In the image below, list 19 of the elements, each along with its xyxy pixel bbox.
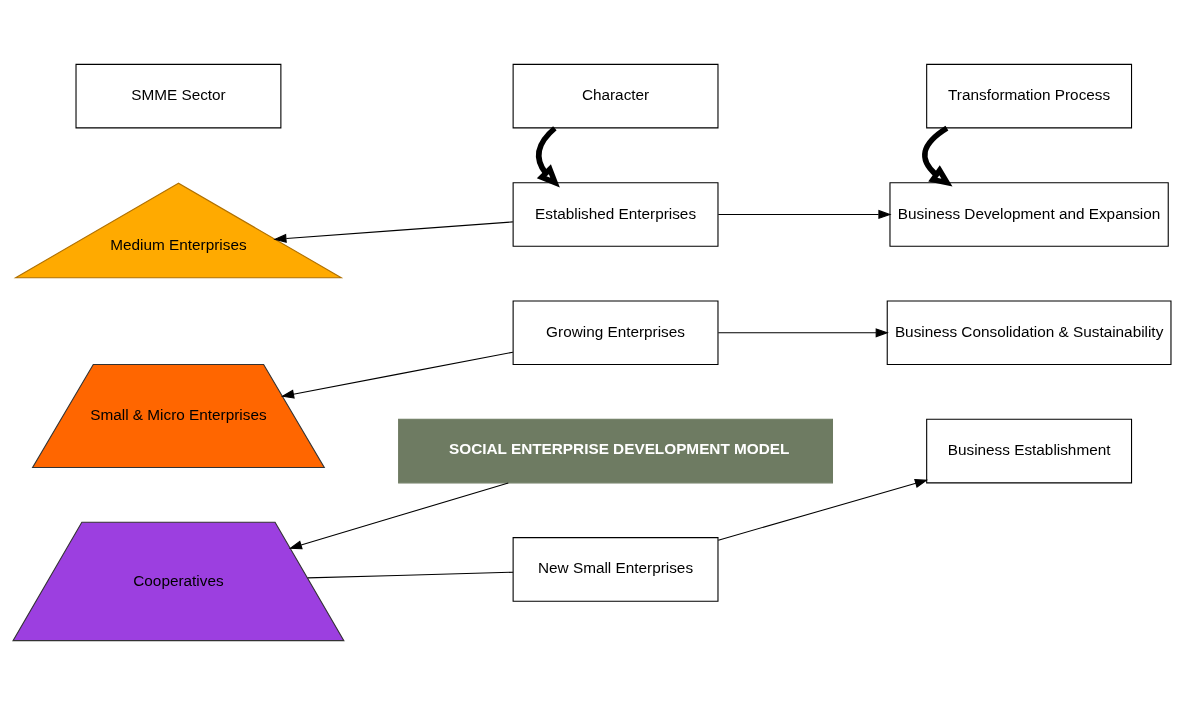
node-box: Transformation Process [926, 63, 1133, 128]
arrow [717, 209, 892, 219]
node-box: Business Consolidation & Sustainability [886, 299, 1172, 365]
arrow [273, 220, 514, 243]
arrow [280, 351, 514, 399]
node-box: Business Establishment [926, 418, 1133, 483]
arrow [717, 478, 929, 541]
node-box: Established Enterprises [512, 181, 719, 247]
arrow [922, 125, 953, 187]
arrow [717, 327, 889, 337]
connector [307, 571, 514, 578]
node-box: SMME Sector [75, 63, 282, 128]
arrow [536, 125, 560, 187]
node-box: Growing Enterprises [512, 299, 719, 365]
node-box: SOCIAL ENTERPRISE DEVELOPMENT MODEL [398, 418, 833, 483]
node-box: Character [512, 63, 719, 128]
node-box: Business Development and Expansion [889, 181, 1169, 247]
arrow [288, 481, 509, 549]
node-box: New Small Enterprises [512, 536, 719, 602]
